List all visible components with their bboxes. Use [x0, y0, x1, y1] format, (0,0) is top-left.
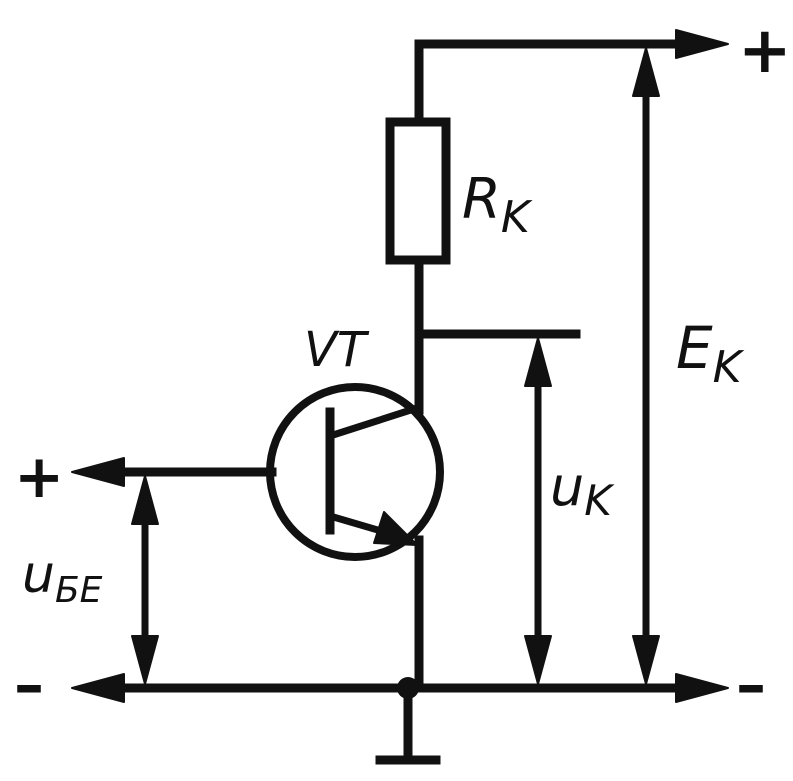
- minus-right-sign: –: [736, 650, 766, 720]
- ground-symbol: [375, 683, 441, 765]
- plus-top-sign: +: [738, 14, 792, 88]
- ube-voltage-arrow: [131, 475, 159, 685]
- collector-resistor: [385, 117, 451, 265]
- base-input-arrow: [71, 457, 125, 487]
- collector-lead: [328, 404, 419, 440]
- minus-left-sign: –: [14, 650, 44, 720]
- ground-rail-right-arrow: [675, 673, 729, 703]
- top-supply-rail: [414, 29, 729, 127]
- ek-voltage-arrow: [632, 47, 660, 685]
- ground-rail-left-arrow: [71, 673, 125, 703]
- resistor-label: RK: [462, 167, 533, 243]
- uk-voltage-arrow: [524, 337, 552, 685]
- top-rail-arrow: [675, 29, 729, 59]
- collector-voltage-label: uK: [550, 455, 615, 525]
- supply-voltage-label: EK: [676, 314, 745, 393]
- emitter-arrow: [373, 511, 418, 546]
- base-emitter-voltage-label: uБЕ: [22, 545, 103, 611]
- plus-left-sign: +: [14, 442, 64, 512]
- transistor-label: VT: [304, 322, 370, 378]
- transistor-vt: [266, 383, 444, 561]
